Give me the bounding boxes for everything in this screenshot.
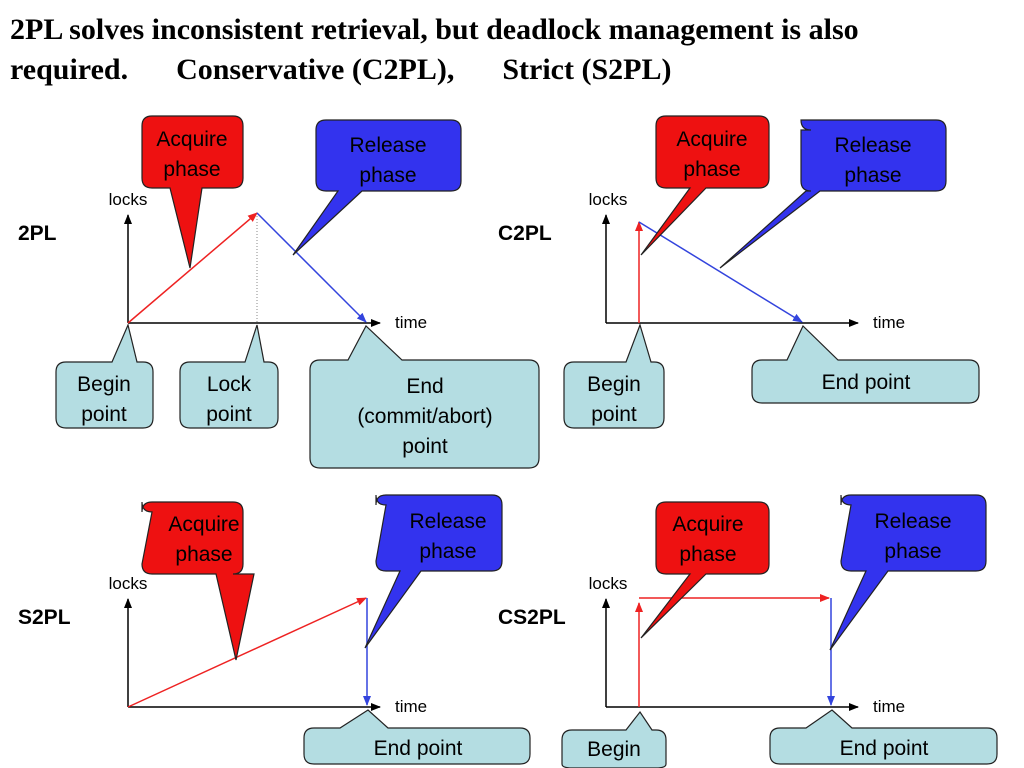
title-line-1: 2PL solves inconsistent retrieval, but d… xyxy=(10,13,859,46)
panel-label-2pl: 2PL xyxy=(18,222,57,245)
acquire-line xyxy=(127,597,367,708)
y-axis-label: locks xyxy=(109,574,148,593)
end-point-callout: End point xyxy=(769,709,998,765)
acquire-line xyxy=(127,212,258,324)
title-required: required. xyxy=(10,53,129,86)
end-point-text: End point xyxy=(822,371,911,394)
begin-point-text: Begin xyxy=(587,738,641,761)
end-point-text: End point xyxy=(374,737,463,760)
x-axis-label: time xyxy=(395,313,427,332)
panel-label-c2pl: C2PL xyxy=(498,222,552,245)
end-point-callout: End(commit/abort)point xyxy=(309,325,540,469)
end-point-text: End point xyxy=(840,737,929,760)
y-axis-label: locks xyxy=(589,574,628,593)
release-line xyxy=(256,212,367,323)
end-point-callout: End point xyxy=(751,324,980,404)
slide-title: 2PL solves inconsistent retrieval, but d… xyxy=(10,10,1010,90)
title-strict: Strict (S2PL) xyxy=(502,53,672,86)
end-point-text: End(commit/abort)point xyxy=(357,375,492,458)
panel-label-cs2pl: CS2PL xyxy=(498,606,566,629)
title-conservative: Conservative (C2PL), xyxy=(176,53,455,86)
x-axis-label: time xyxy=(395,697,427,716)
x-axis-label: time xyxy=(873,313,905,332)
release-line xyxy=(638,221,803,323)
begin-point-callout: Begin xyxy=(561,710,667,768)
end-point-callout: End point xyxy=(303,709,531,765)
y-axis-label: locks xyxy=(109,190,148,209)
y-axis-label: locks xyxy=(589,190,628,209)
panel-label-s2pl: S2PL xyxy=(18,606,71,629)
x-axis-label: time xyxy=(873,697,905,716)
